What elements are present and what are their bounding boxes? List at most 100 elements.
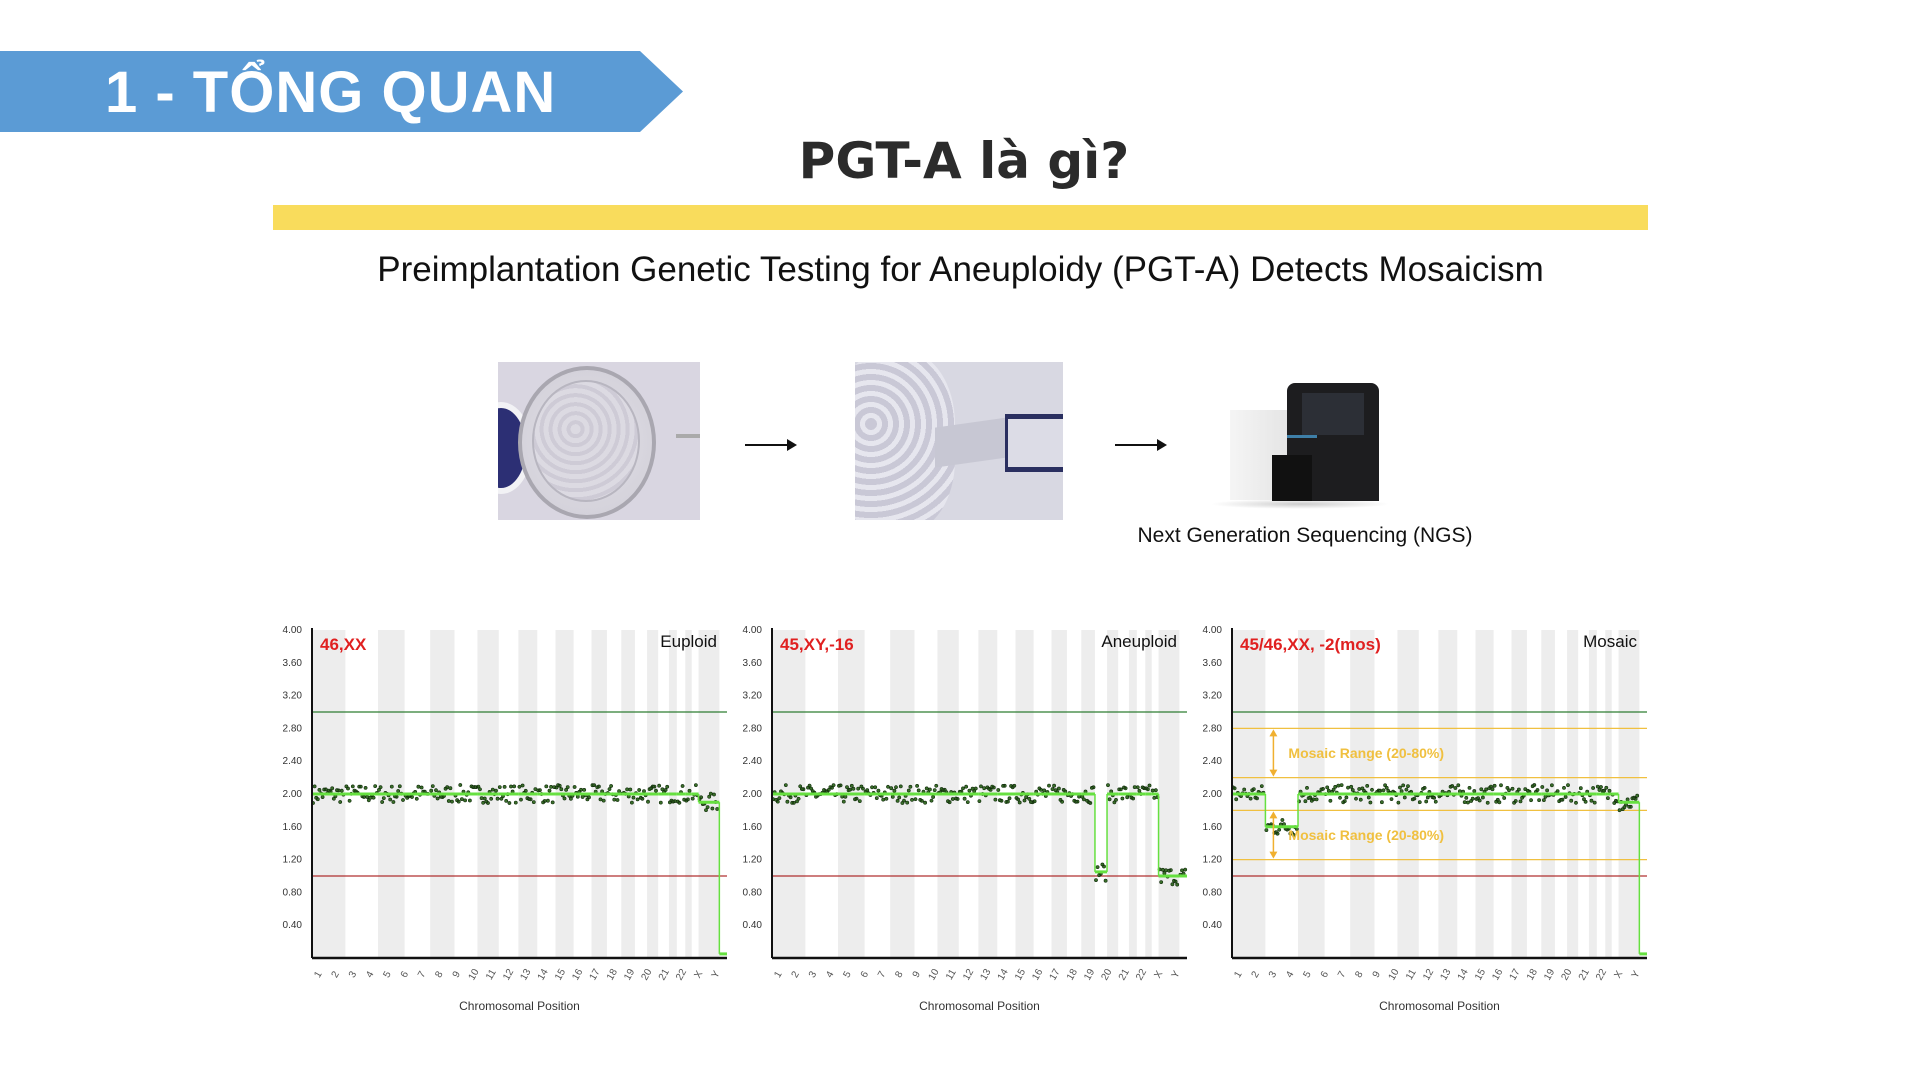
y-tick-label: 1.20 <box>1203 855 1223 866</box>
x-tick-label: X <box>1152 969 1165 981</box>
x-tick-label: 7 <box>876 969 889 980</box>
y-tick-label: 2.80 <box>1203 723 1223 734</box>
x-tick-label: 21 <box>1117 967 1132 983</box>
x-tick-label: 11 <box>484 967 499 982</box>
x-tick-label: 2 <box>330 969 343 980</box>
y-tick-label: 0.40 <box>743 920 763 931</box>
x-tick-label: 8 <box>893 969 906 980</box>
x-tick-label: 1 <box>772 969 785 980</box>
slide-subtitle: Preimplantation Genetic Testing for Aneu… <box>377 250 1544 289</box>
y-tick-label: 0.40 <box>283 920 303 931</box>
x-tick-label: 8 <box>1353 969 1366 980</box>
x-tick-label: X <box>692 969 705 981</box>
x-tick-label: 14 <box>1456 967 1471 983</box>
x-tick-label: 20 <box>1099 967 1114 983</box>
x-tick-label: 18 <box>1525 967 1540 983</box>
arrow-right-icon <box>745 439 797 451</box>
x-tick-label: 3 <box>347 969 360 980</box>
x-tick-label: 10 <box>1387 967 1402 983</box>
x-tick-label: 14 <box>996 967 1011 983</box>
y-tick-label: 4.00 <box>283 625 303 636</box>
y-tick-label: 2.40 <box>743 756 763 767</box>
x-tick-label: 16 <box>1490 967 1505 983</box>
x-tick-label: 4 <box>824 969 837 980</box>
x-tick-label: 21 <box>657 967 672 983</box>
chart-title: Euploid <box>660 632 717 651</box>
y-tick-label: 4.00 <box>1203 625 1223 636</box>
x-tick-label: 10 <box>467 967 482 983</box>
x-tick-label: 12 <box>961 967 976 983</box>
ngs-label: Next Generation Sequencing (NGS) <box>1137 524 1473 547</box>
biopsy-image <box>855 362 1063 520</box>
chart-mosaic: 4.003.603.202.802.402.001.601.200.800.40… <box>1203 625 1647 1013</box>
x-tick-label: 22 <box>674 967 689 983</box>
mosaic-range-label: Mosaic Range (20-80%) <box>1288 827 1444 843</box>
x-tick-label: 13 <box>518 967 533 983</box>
karyotype-label: 46,XX <box>320 635 367 654</box>
y-tick-label: 2.80 <box>743 723 763 734</box>
chart-title: Aneuploid <box>1101 632 1177 651</box>
karyotype-label: 45,XY,-16 <box>780 635 854 654</box>
section-title: 1 - TỔNG QUAN <box>105 60 557 125</box>
x-tick-label: 11 <box>1404 967 1419 982</box>
embryo-image <box>498 362 700 520</box>
y-tick-label: 3.60 <box>743 658 763 669</box>
x-tick-label: 1 <box>1232 969 1245 980</box>
x-tick-label: 6 <box>399 969 412 980</box>
x-tick-label: 2 <box>1250 969 1263 980</box>
x-tick-label: 20 <box>1559 967 1574 983</box>
x-tick-label: 3 <box>1267 969 1280 980</box>
x-tick-label: 9 <box>911 969 924 980</box>
chart-title: Mosaic <box>1583 632 1637 651</box>
x-tick-label: 5 <box>841 969 854 980</box>
x-tick-label: 15 <box>1013 967 1028 983</box>
y-tick-label: 1.20 <box>743 855 763 866</box>
chart-euploid: 4.003.603.202.802.402.001.601.200.800.40… <box>283 625 727 1013</box>
x-tick-label: 9 <box>451 969 464 980</box>
y-tick-label: 2.00 <box>743 789 763 800</box>
y-tick-label: 3.60 <box>283 658 303 669</box>
chromosome-band <box>1158 630 1180 958</box>
y-tick-label: 1.60 <box>283 822 303 833</box>
x-tick-label: 2 <box>790 969 803 980</box>
y-tick-label: 2.40 <box>283 756 303 767</box>
x-axis-label: Chromosomal Position <box>459 999 580 1013</box>
x-axis-label: Chromosomal Position <box>919 999 1040 1013</box>
x-tick-label: 19 <box>1082 967 1097 983</box>
x-tick-label: 11 <box>944 967 959 982</box>
x-tick-label: 6 <box>859 969 872 980</box>
y-tick-label: 1.60 <box>1203 822 1223 833</box>
x-tick-label: 22 <box>1594 967 1609 983</box>
x-tick-label: 9 <box>1371 969 1384 980</box>
x-tick-label: 13 <box>978 967 993 983</box>
y-tick-label: 1.60 <box>743 822 763 833</box>
x-tick-label: 4 <box>364 969 377 980</box>
y-tick-label: 0.80 <box>743 887 763 898</box>
x-tick-label: 17 <box>1048 967 1063 983</box>
x-tick-label: 13 <box>1438 967 1453 983</box>
y-tick-label: 3.20 <box>1203 691 1223 702</box>
karyotype-label: 45/46,XX, -2(mos) <box>1240 635 1381 654</box>
y-tick-label: 3.20 <box>743 691 763 702</box>
x-tick-label: 4 <box>1284 969 1297 980</box>
x-tick-label: 5 <box>1301 969 1314 980</box>
arrow-right-icon <box>1115 439 1167 451</box>
y-tick-label: 0.40 <box>1203 920 1223 931</box>
x-tick-label: 17 <box>1508 967 1523 983</box>
sequencer-image <box>1180 375 1390 510</box>
x-tick-label: 16 <box>570 967 585 983</box>
section-banner: 1 - TỔNG QUAN <box>0 51 683 132</box>
x-tick-label: 12 <box>501 967 516 983</box>
y-tick-label: 0.80 <box>283 887 303 898</box>
x-tick-label: 3 <box>807 969 820 980</box>
chart-aneuploid: 4.003.603.202.802.402.001.601.200.800.40… <box>743 625 1188 1013</box>
x-tick-label: Y <box>1630 969 1643 981</box>
x-tick-label: 1 <box>312 969 325 980</box>
x-tick-label: 14 <box>536 967 551 983</box>
x-tick-label: 8 <box>433 969 446 980</box>
x-tick-label: Y <box>710 969 723 981</box>
y-tick-label: 2.00 <box>1203 789 1223 800</box>
x-tick-label: Y <box>1170 969 1183 981</box>
x-tick-label: 22 <box>1134 967 1149 983</box>
y-tick-label: 3.60 <box>1203 658 1223 669</box>
